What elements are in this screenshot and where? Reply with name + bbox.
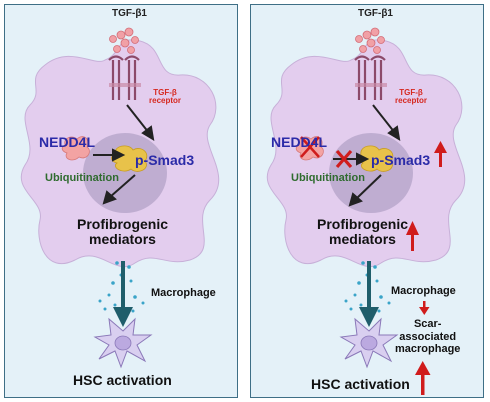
receptor-label-line2: receptor xyxy=(149,96,182,106)
receptor-label-line1: TGF-β xyxy=(153,88,177,97)
secretion-arrow xyxy=(359,261,379,327)
nedd4l-label: NEDD4L xyxy=(39,134,96,150)
mediators-label: Profibrogenic mediators xyxy=(317,216,409,248)
nedd4l-cross-icon xyxy=(300,136,320,158)
scar-line1: Scar- xyxy=(413,318,442,330)
ligand-cluster xyxy=(355,27,385,54)
tgf-receptor xyxy=(108,55,140,100)
ubiquitination-label: Ubiquitination xyxy=(291,172,365,184)
panel-control: TGF-β1 TGF-β receptor NEDD4L p-Smad3 Ubi… xyxy=(4,4,238,398)
panel-nedd4l-loss: TGF-β1 TGF-β receptor NEDD4L p-Smad3 Ubi… xyxy=(250,4,484,398)
mediators-line2: mediators xyxy=(89,231,156,248)
receptor-label: TGF-β receptor xyxy=(395,88,428,106)
tgf-receptor xyxy=(354,55,386,100)
receptor-label-line1: TGF-β xyxy=(399,88,423,97)
nedd4l-label: NEDD4L xyxy=(271,134,328,150)
macrophage-label: Macrophage xyxy=(151,287,216,299)
ligand-label: TGF-β1 xyxy=(358,8,393,19)
ligand-cluster xyxy=(109,27,139,54)
mediators-label: Profibrogenic mediators xyxy=(77,216,169,248)
panel-left-art xyxy=(20,27,220,369)
macrophage-label: Macrophage xyxy=(391,285,456,297)
psmad3-protein xyxy=(111,145,148,172)
ubiquitination-label: Ubiquitination xyxy=(45,172,119,184)
smad-to-mediators-arrow xyxy=(355,174,382,200)
smad-to-mediators-arrow xyxy=(109,174,136,198)
scar-down-arrow xyxy=(419,301,430,315)
ligand-label: TGF-β1 xyxy=(112,8,147,19)
blocked-cross-icon xyxy=(335,149,353,169)
hsc-activation-label: HSC activation xyxy=(73,372,172,388)
mediators-line1: Profibrogenic xyxy=(317,216,409,232)
mediators-up-arrow xyxy=(406,221,419,251)
mediators-line1: Profibrogenic xyxy=(77,216,169,232)
panel-right-art xyxy=(266,27,466,395)
secretion-arrow xyxy=(113,261,133,327)
psmad3-label: p-Smad3 xyxy=(371,152,431,168)
receptor-to-smad-arrow xyxy=(372,104,396,134)
smad3-up-arrow xyxy=(434,141,447,167)
scar-line2: associated xyxy=(399,330,457,343)
psmad3-label: p-Smad3 xyxy=(135,152,195,168)
scar-macrophage-label: Scar- associated macrophage xyxy=(395,318,460,356)
hsc-up-arrow xyxy=(415,361,431,395)
mediators-line2: mediators xyxy=(329,231,396,248)
receptor-label: TGF-β receptor xyxy=(149,88,182,106)
receptor-to-smad-arrow xyxy=(126,104,150,134)
hsc-activation-label: HSC activation xyxy=(311,376,410,392)
nedd4l-protein xyxy=(61,136,90,161)
scar-line3: macrophage xyxy=(395,343,461,356)
receptor-label-line2: receptor xyxy=(395,96,428,106)
